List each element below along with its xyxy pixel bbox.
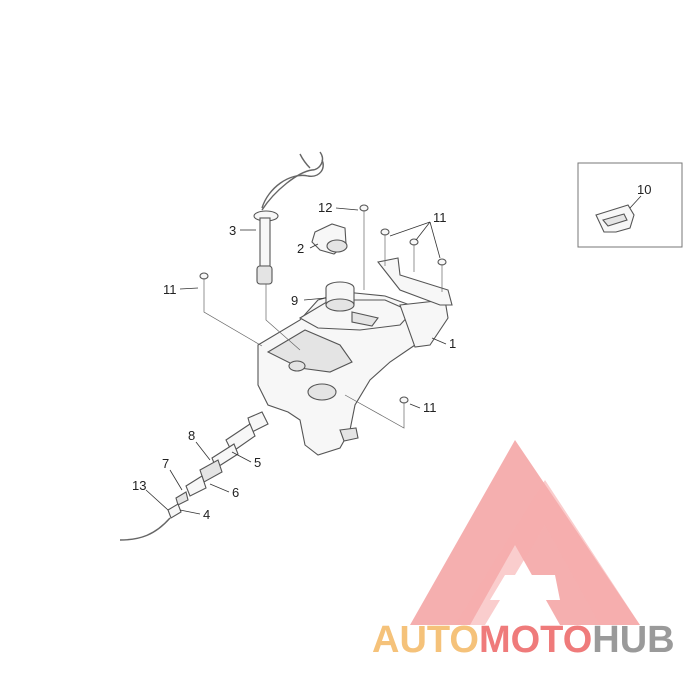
svg-text:AUTOMOTOHUB: AUTOMOTOHUB: [372, 619, 675, 661]
callout-1: 1: [449, 336, 456, 351]
callout-12: 12: [318, 200, 332, 215]
callout-9: 9: [291, 293, 298, 308]
screw-11-top3: [437, 258, 447, 276]
inset-box: [577, 162, 683, 248]
watermark-moto: MOTO: [479, 619, 592, 661]
callout-10: 10: [637, 182, 651, 197]
screw-11-left: [199, 272, 209, 292]
guide-lines: [203, 218, 443, 429]
callout-6: 6: [232, 485, 239, 500]
filler-neck: [325, 281, 379, 327]
callout-11-right: 11: [423, 400, 437, 415]
screw-11-top1: [380, 228, 390, 244]
fuel-sender: [253, 151, 324, 285]
callouts: 1 2 3 4 5 6 7 8 9 10 11 11 11 12 13: [132, 182, 651, 522]
watermark-text: AUTOMOTOHUB: [372, 619, 675, 661]
callout-8: 8: [188, 428, 195, 443]
watermark-auto: AUTO: [372, 619, 479, 661]
screw-11-right: [399, 396, 409, 416]
screw-12: [359, 204, 369, 218]
leader-lines: [145, 207, 447, 515]
fuel-tank: [257, 257, 453, 456]
screw-11-top2: [409, 238, 419, 256]
fuel-cap: [311, 223, 348, 255]
callout-3: 3: [229, 223, 236, 238]
callout-11-top: 11: [433, 210, 447, 225]
callout-4: 4: [203, 507, 210, 522]
callout-2: 2: [297, 241, 304, 256]
hose-assembly: [119, 411, 269, 541]
watermark-logo: [410, 440, 640, 625]
callout-5: 5: [254, 455, 261, 470]
callout-7: 7: [162, 456, 169, 471]
callout-11-left: 11: [163, 282, 177, 297]
callout-13: 13: [132, 478, 146, 493]
watermark-hub: HUB: [592, 619, 674, 661]
